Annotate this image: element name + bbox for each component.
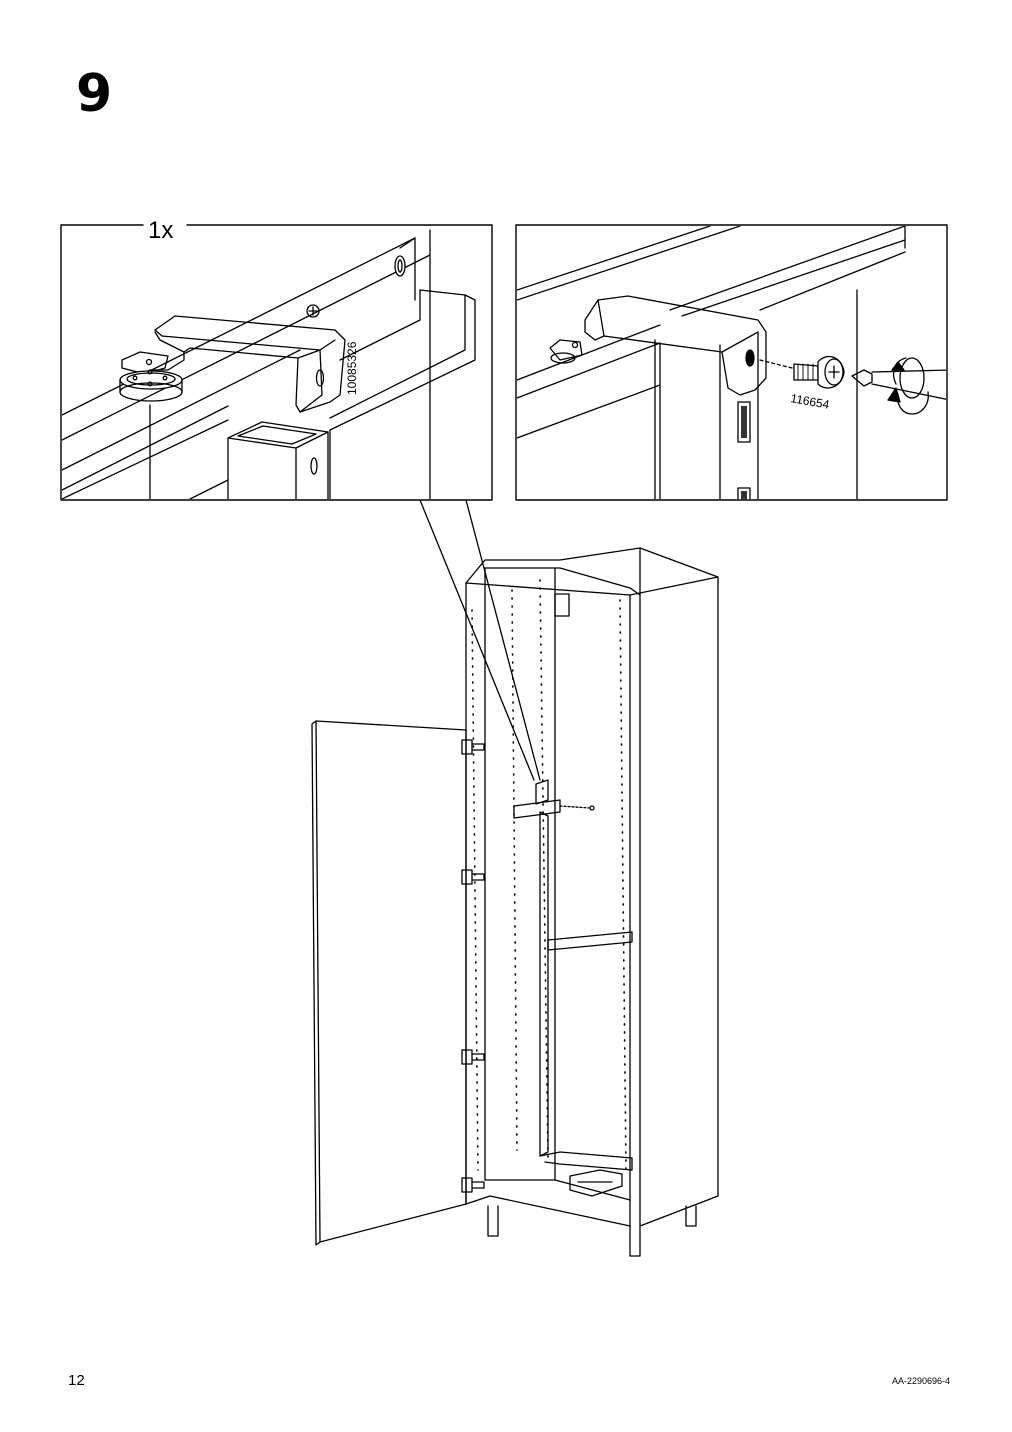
detail-panel-bracket: 1x — [60, 217, 493, 501]
callout-lines — [419, 499, 541, 781]
pull-out-frame — [513, 779, 633, 1197]
detail-panel-screw: 116654 — [515, 224, 948, 501]
legs — [487, 1205, 697, 1257]
screw-number-label: 116654 — [789, 391, 830, 412]
step-number: 9 — [76, 64, 113, 124]
page-number: 12 — [68, 1372, 85, 1389]
part-number-label: 10085326 — [345, 341, 359, 395]
quantity-label: 1x — [148, 217, 173, 244]
document-code: AA-2290696-4 — [891, 1376, 950, 1386]
cabinet-illustration — [311, 547, 719, 1257]
hinges — [461, 739, 485, 1193]
